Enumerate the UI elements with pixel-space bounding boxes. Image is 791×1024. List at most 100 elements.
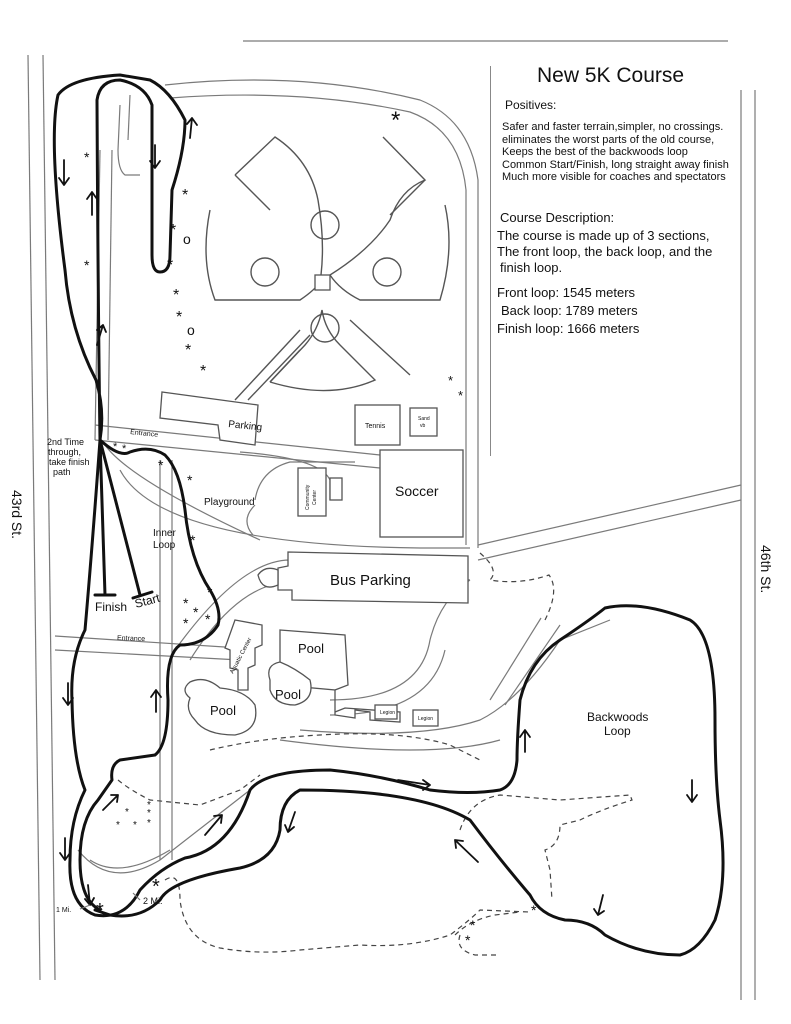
arrow-up-icon xyxy=(519,729,531,753)
description-heading: Course Description: xyxy=(500,210,615,225)
loop-distances: Front loop: 1545 meters Back loop: 1789 … xyxy=(497,284,737,338)
second-time-label-3: take finish xyxy=(49,457,90,467)
finish-path xyxy=(98,438,142,597)
marker-asterisk: * xyxy=(458,388,463,403)
tennis-label: Tennis xyxy=(365,423,386,430)
arrow-down-icon xyxy=(58,159,70,186)
marker-asterisk: * xyxy=(465,932,471,948)
marker-asterisk: * xyxy=(133,820,137,831)
description-line: finish loop. xyxy=(500,260,563,275)
marker-asterisk: * xyxy=(470,917,476,933)
marker-asterisk: * xyxy=(158,457,164,473)
legion-label-1: Legion xyxy=(380,710,395,716)
entrance-label-lower: Entrance xyxy=(117,635,145,643)
marker-circle: o xyxy=(183,231,191,247)
backwoods-label-1: Backwoods xyxy=(587,710,648,724)
aquatic-center-shape xyxy=(224,619,263,691)
marker-asterisk: * xyxy=(170,222,176,239)
bus-parking-shape xyxy=(277,551,469,604)
marker-asterisk: * xyxy=(391,107,400,134)
course-route xyxy=(52,73,725,957)
marker-asterisk: * xyxy=(531,902,537,918)
marker-asterisk: * xyxy=(182,187,188,204)
marker-asterisk: * xyxy=(183,615,189,631)
marker-asterisk: * xyxy=(187,472,193,488)
playground-label: Playground xyxy=(204,497,255,508)
arrow-up-icon xyxy=(86,191,98,216)
loop-distance-finish: Finish loop: 1666 meters xyxy=(497,321,640,336)
inner-loop-label-1: Inner xyxy=(153,528,176,539)
tennis-court-shape xyxy=(354,404,401,446)
arrow-up-icon xyxy=(186,117,198,139)
marker-asterisk: * xyxy=(147,818,151,829)
parking-lot-shape xyxy=(159,391,259,446)
sand-vb-label-1: Sand xyxy=(418,416,430,422)
arrow-down-icon xyxy=(593,894,605,916)
buildings xyxy=(159,391,469,736)
description-line: The course is made up of 3 sections, xyxy=(497,228,710,243)
marker-asterisk: * xyxy=(207,584,213,600)
second-time-label-2: through, xyxy=(48,447,81,457)
arrow-down-icon xyxy=(62,682,74,706)
second-time-label-1: 2nd Time xyxy=(47,437,84,447)
arrow-up-icon xyxy=(96,324,107,346)
front-loop-route xyxy=(52,73,187,442)
arrow-up-left-icon xyxy=(454,839,479,863)
street-46th xyxy=(740,90,756,1000)
street-43rd xyxy=(27,54,56,981)
finish-label: Finish xyxy=(95,600,127,614)
marker-asterisk: * xyxy=(125,807,129,818)
ball-fields xyxy=(205,136,450,401)
marker-asterisk: * xyxy=(205,611,211,627)
positive-item: Much more visible for coaches and specta… xyxy=(502,171,726,183)
positive-item: Common Start/Finish, long straight away … xyxy=(502,158,729,171)
inner-loop-label-2: Loop xyxy=(153,540,176,551)
marker-asterisk: * xyxy=(147,800,151,811)
arrow-down-icon xyxy=(59,837,71,861)
mile-2-label: 2 Mi. xyxy=(143,896,163,906)
marker-circle: o xyxy=(187,322,195,338)
marker-asterisk: * xyxy=(173,287,179,304)
community-center-label-1: Community xyxy=(305,484,311,510)
legion-box-1 xyxy=(374,704,398,720)
marker-asterisk: * xyxy=(116,820,120,831)
marker-asterisk: * xyxy=(183,595,189,611)
description-line: The front loop, the back loop, and the xyxy=(497,244,713,259)
marker-asterisk: * xyxy=(185,342,191,359)
marker-asterisk: * xyxy=(176,309,182,326)
pool-label-1: Pool xyxy=(298,641,324,656)
marker-asterisk: * xyxy=(113,441,118,453)
arrow-up-icon xyxy=(150,689,162,713)
marker-asterisk: * xyxy=(190,532,196,548)
second-time-label-4: path xyxy=(53,467,71,477)
marker-asterisk: * xyxy=(448,373,453,388)
positive-item: Safer and faster terrain,simpler, no cro… xyxy=(502,121,724,133)
marker-asterisk: * xyxy=(96,900,104,922)
marker-asterisk: * xyxy=(193,604,199,620)
arrow-down-icon xyxy=(149,144,161,169)
direction-arrows xyxy=(58,117,698,916)
legend-title: New 5K Course xyxy=(537,64,685,87)
description-text: The course is made up of 3 sections, The… xyxy=(497,228,737,276)
bus-parking-label: Bus Parking xyxy=(330,572,411,589)
pool-label-2: Pool xyxy=(275,687,301,702)
main-loop-route xyxy=(68,438,725,957)
start-label: Start xyxy=(133,591,162,611)
legend-divider xyxy=(490,66,741,456)
pool-building-shape xyxy=(279,629,401,723)
marker-asterisk: * xyxy=(152,876,160,898)
dashed-trails xyxy=(117,552,633,956)
park-roads xyxy=(54,79,742,874)
pool-shape-2 xyxy=(268,661,312,706)
mile-1-label: 1 Mi. xyxy=(56,907,71,914)
marker-asterisk: * xyxy=(122,443,127,455)
loop-distance-back: Back loop: 1789 meters xyxy=(501,303,638,318)
entrance-label-upper: Entrance xyxy=(130,429,159,439)
positives-heading: Positives: xyxy=(505,98,557,112)
legion-box-2 xyxy=(412,709,439,727)
pool-label-3: Pool xyxy=(210,703,236,718)
parking-label: Parking xyxy=(228,419,263,433)
positives-list: Safer and faster terrain,simpler, no cro… xyxy=(502,121,742,184)
backwoods-label-2: Loop xyxy=(604,724,631,738)
arrow-up-right-icon xyxy=(102,794,119,811)
